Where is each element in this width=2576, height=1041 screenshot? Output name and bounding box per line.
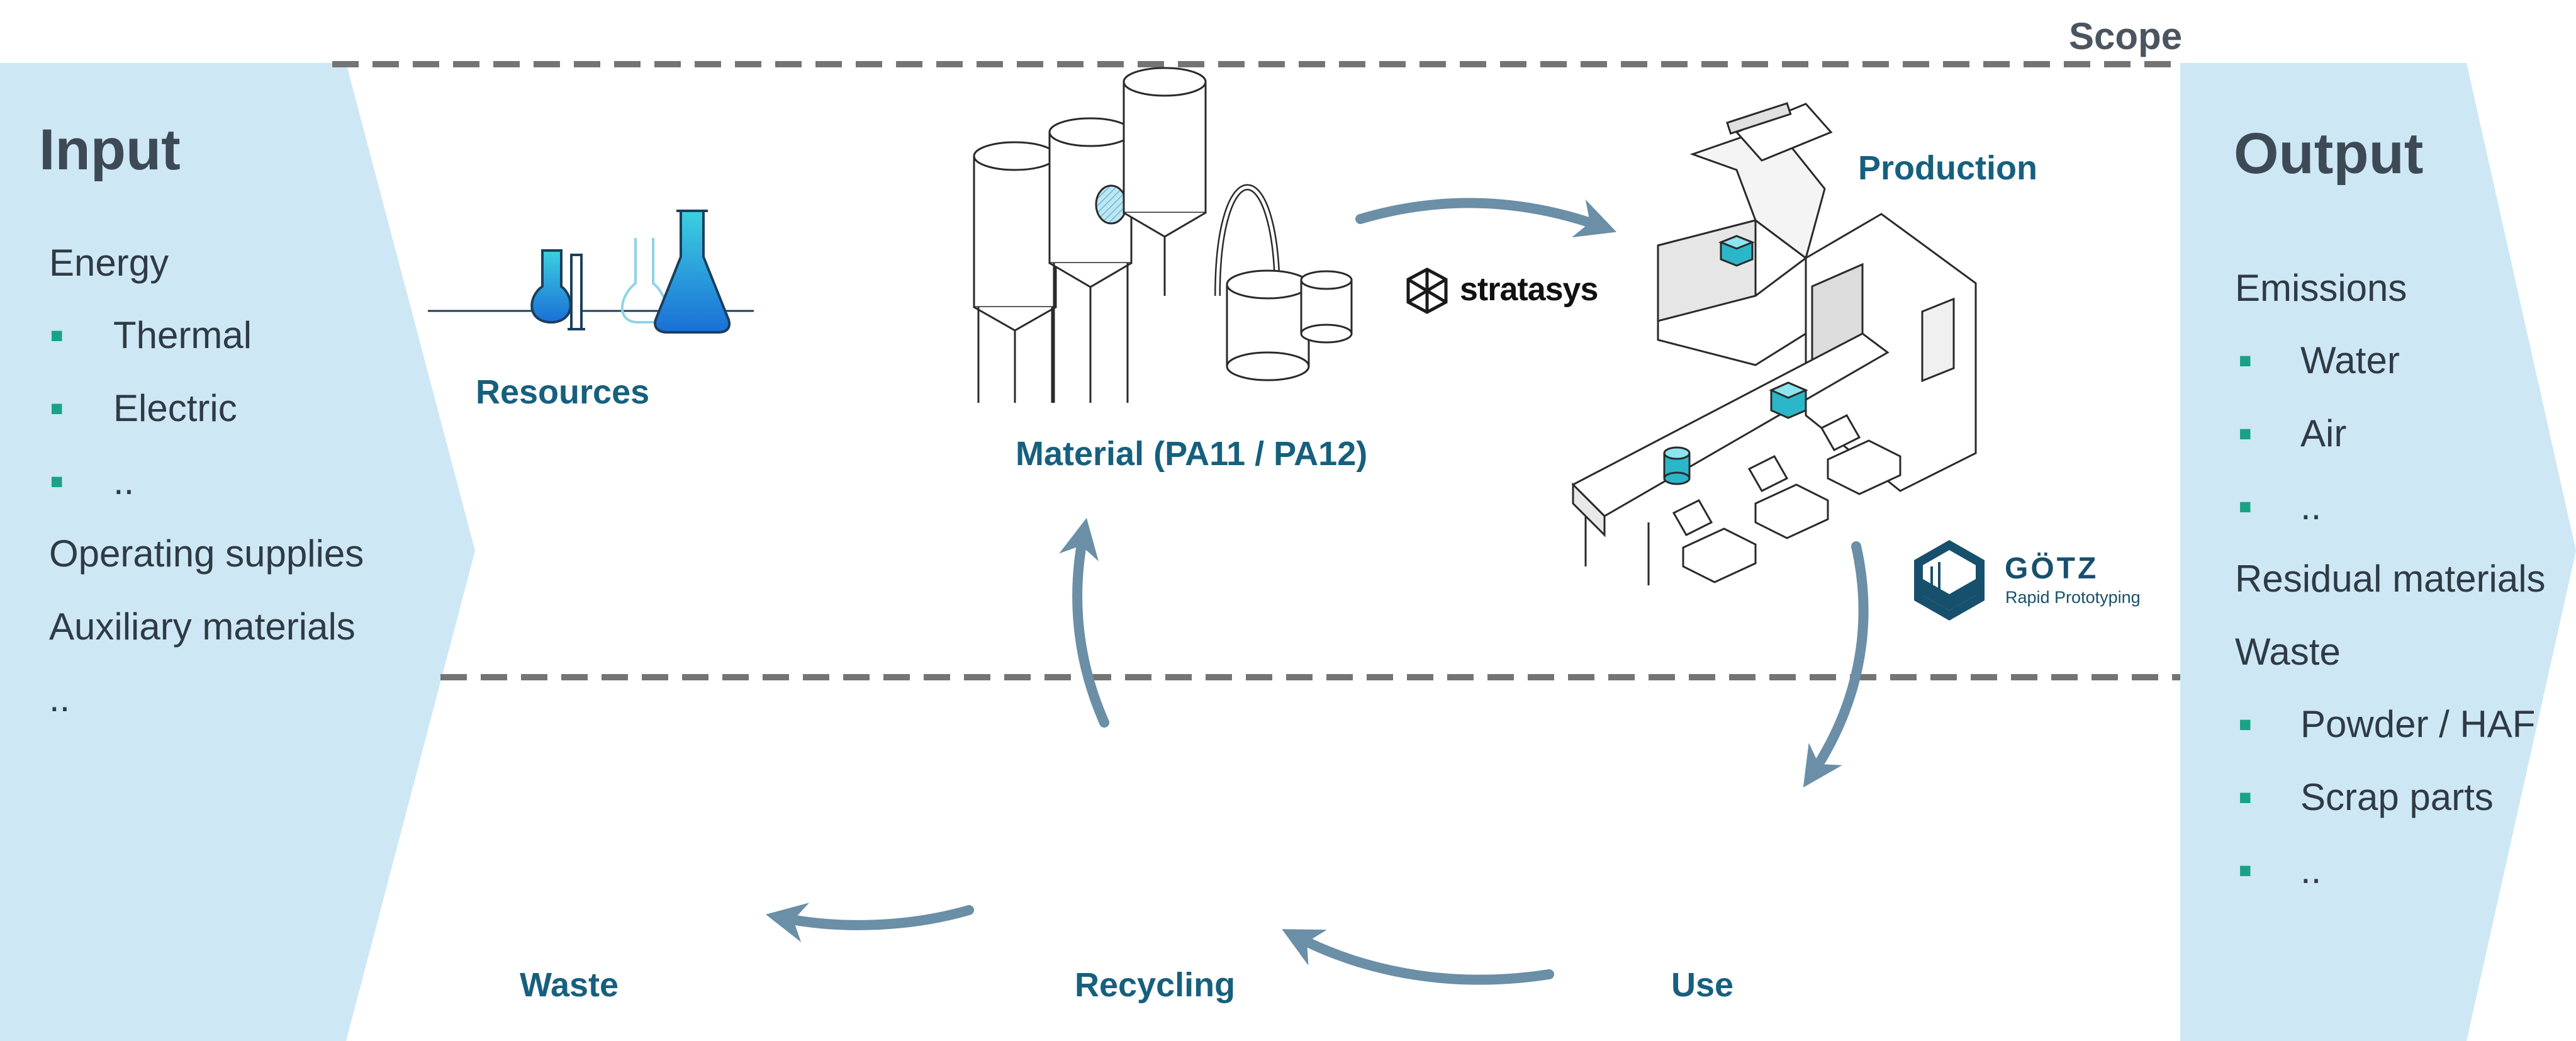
output-item-etc: .. (2300, 849, 2322, 891)
input-item-thermal: Thermal (113, 314, 252, 356)
input-item-electric: Electric (113, 387, 237, 429)
stratasys-logo-text: stratasys (1460, 271, 1598, 308)
arrow-recycling-to-material (1059, 517, 1109, 728)
silos-icon (973, 67, 1353, 403)
bullet-icon: ■ (50, 470, 64, 493)
bullet-icon: ■ (2239, 349, 2252, 373)
stage-label-material: Material (PA11 / PA12) (1016, 435, 1368, 473)
arrow-recycling-to-waste (765, 903, 974, 943)
arrow-use-to-recycling (1282, 929, 1554, 985)
arrow-material-to-production (1355, 198, 1617, 238)
input-item-operating-supplies: Operating supplies (49, 532, 364, 575)
bullet-icon: ■ (2239, 785, 2252, 809)
goetz-logo-tagline: Rapid Prototyping (2005, 588, 2141, 607)
input-title: Input (39, 118, 181, 182)
output-item-more: .. (2300, 485, 2322, 527)
stage-label-production: Production (1858, 149, 2037, 187)
input-item-auxiliary-materials: Auxiliary materials (49, 605, 356, 648)
goetz-logo-name: GÖTZ (2005, 552, 2099, 585)
bullet-icon: ■ (2239, 712, 2252, 736)
input-panel (0, 63, 475, 1041)
output-panel (2180, 63, 2576, 1041)
bullet-icon: ■ (2239, 422, 2252, 446)
lab-glassware-icon (428, 210, 754, 334)
output-item-emissions: Emissions (2235, 267, 2407, 309)
output-title: Output (2234, 121, 2424, 186)
bullet-icon: ■ (50, 324, 64, 347)
arrow-production-to-use (1803, 541, 1869, 788)
bullet-icon: ■ (50, 397, 64, 420)
output-item-water: Water (2300, 339, 2400, 381)
goetz-logo-icon (1914, 540, 1985, 621)
output-item-residual-materials: Residual materials (2235, 558, 2546, 600)
input-item-etc: .. (49, 677, 70, 719)
stage-label-recycling: Recycling (1075, 966, 1236, 1004)
stratasys-logo-icon (1406, 267, 1448, 314)
output-item-powder-haf: Powder / HAF (2300, 703, 2536, 745)
bullet-icon: ■ (2239, 495, 2252, 519)
output-item-air: Air (2300, 412, 2347, 454)
bullet-icon: ■ (2239, 858, 2252, 882)
output-item-waste: Waste (2235, 631, 2341, 673)
input-item-energy: Energy (49, 242, 169, 284)
stage-label-resources: Resources (476, 373, 650, 411)
scope-label: Scope (2069, 15, 2183, 57)
input-item-more: .. (113, 460, 135, 502)
stage-label-waste: Waste (520, 966, 619, 1004)
stage-label-use: Use (1671, 966, 1734, 1004)
output-item-scrap-parts: Scrap parts (2300, 776, 2494, 818)
printer-conveyor-icon (1571, 102, 1977, 585)
